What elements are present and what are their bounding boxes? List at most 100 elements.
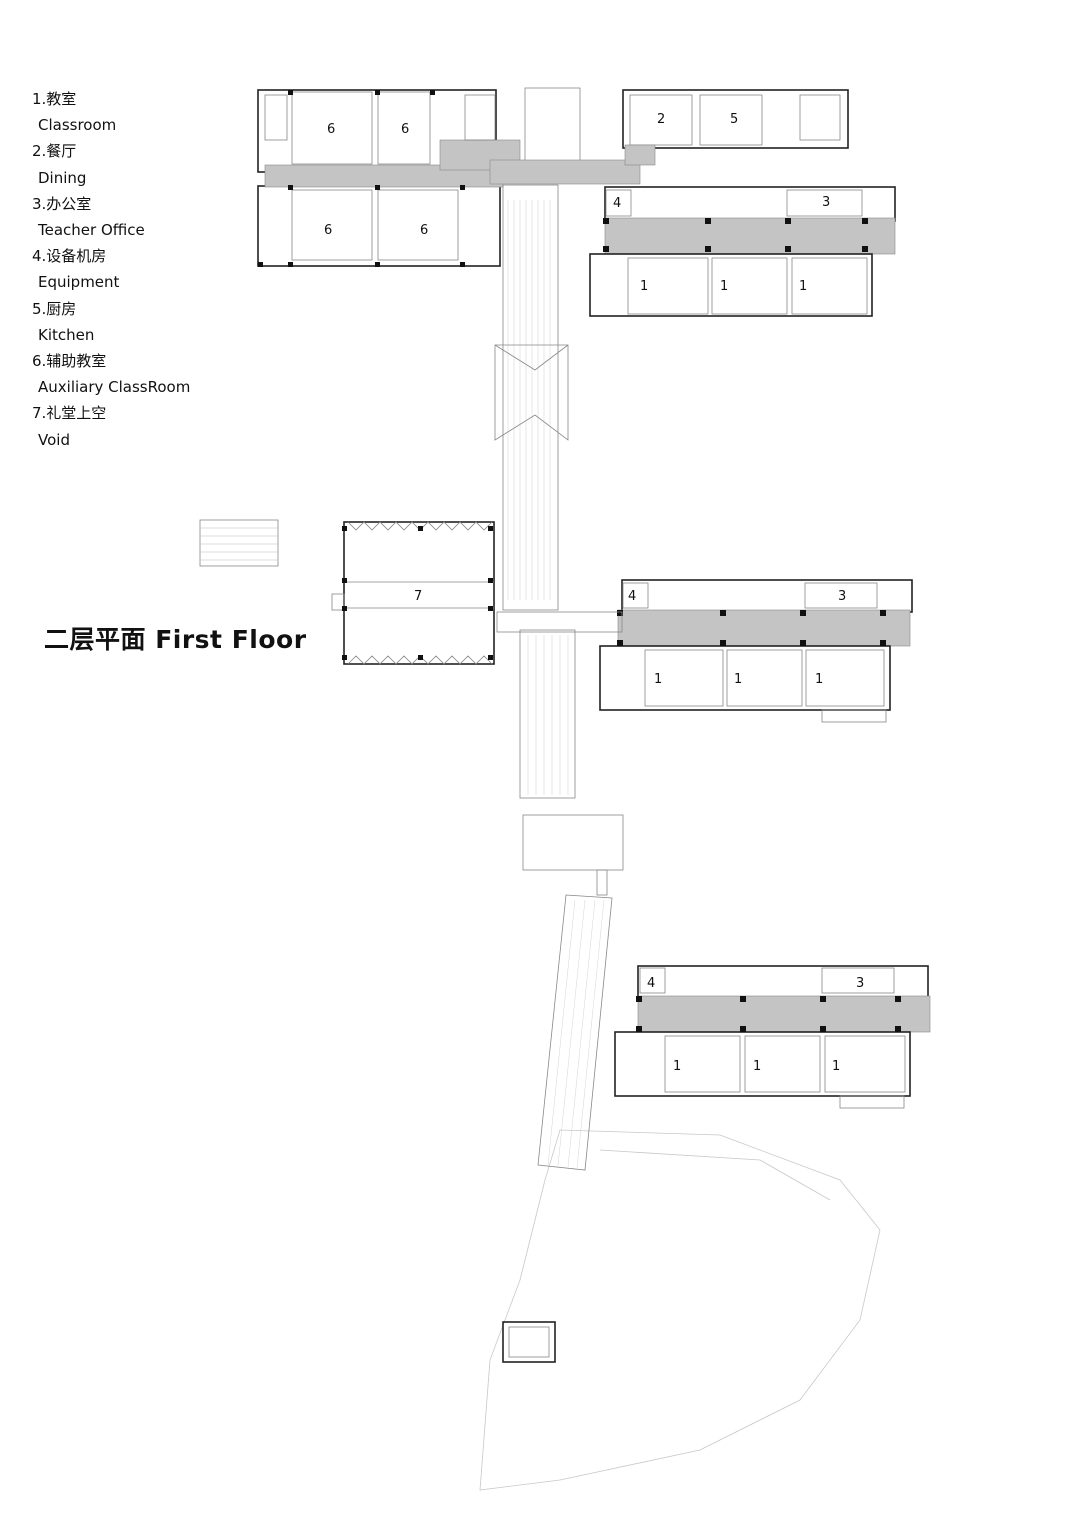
block-b-room-1b bbox=[726, 649, 803, 707]
room-label-classroom: 1 bbox=[815, 672, 823, 687]
legend-label-en: Classroom bbox=[38, 116, 117, 135]
room-label-classroom: 1 bbox=[799, 279, 807, 294]
room-label-dining: 2 bbox=[657, 112, 665, 127]
south-walkway-hatch bbox=[527, 635, 569, 795]
block-b-columns bbox=[617, 610, 886, 646]
nw-stair bbox=[264, 94, 288, 141]
block-b-room-4 bbox=[622, 582, 649, 609]
diagonal-ramp-hatch bbox=[547, 899, 605, 1169]
room-label-auxiliary: 6 bbox=[401, 122, 409, 137]
auditorium-side bbox=[331, 593, 345, 611]
nw-columns bbox=[258, 90, 465, 267]
classroom-block-b bbox=[599, 579, 913, 723]
ne-room-2 bbox=[629, 94, 693, 146]
block-b-link bbox=[496, 611, 623, 633]
site-path bbox=[599, 1149, 831, 1201]
legend-label-zh: 5.厨房 bbox=[32, 299, 77, 318]
block-a-south-wing bbox=[589, 253, 873, 317]
room-label-office: 3 bbox=[822, 195, 830, 210]
room-label-classroom: 1 bbox=[673, 1059, 681, 1074]
pavilion-inner bbox=[508, 1326, 550, 1358]
site-outline bbox=[479, 1129, 881, 1491]
legend-label-en: Dining bbox=[38, 168, 87, 187]
building-northeast bbox=[622, 89, 849, 166]
legend-label-zh: 2.餐厅 bbox=[32, 142, 77, 161]
auditorium-outline bbox=[343, 521, 495, 665]
room-label-equipment: 4 bbox=[613, 196, 621, 211]
legend-label-zh: 6.辅助教室 bbox=[32, 352, 107, 371]
south-walkway bbox=[519, 629, 576, 799]
ne-room-5 bbox=[699, 94, 763, 146]
legend-label-zh: 1.教室 bbox=[32, 90, 77, 108]
legend-label-en: Void bbox=[38, 430, 70, 449]
building-northwest bbox=[257, 89, 641, 267]
block-a-corridor bbox=[604, 217, 896, 255]
legend-label-en: Kitchen bbox=[38, 325, 95, 344]
block-b-room-1c bbox=[805, 649, 885, 707]
room-labels: 6 6 6 6 2 5 4 3 1 1 1 4 3 1 1 1 4 3 1 1 … bbox=[324, 112, 864, 1074]
block-b-south-wing bbox=[599, 645, 891, 711]
room-label-void: 7 bbox=[414, 589, 422, 604]
block-c-room-1a bbox=[664, 1035, 741, 1093]
block-b-balcony bbox=[821, 709, 887, 723]
legend-label-zh: 7.礼堂上空 bbox=[32, 404, 107, 423]
ne-block bbox=[622, 89, 849, 149]
nw-lower-wing bbox=[257, 185, 501, 267]
room-label-equipment: 4 bbox=[628, 589, 636, 604]
connector-neck bbox=[596, 869, 608, 896]
room-label-classroom: 1 bbox=[720, 279, 728, 294]
block-c-room-1b bbox=[744, 1035, 821, 1093]
classroom-block-a bbox=[589, 186, 896, 317]
block-b-corridor bbox=[617, 609, 911, 647]
block-b-room-3 bbox=[804, 582, 878, 609]
classroom-block-c bbox=[614, 965, 931, 1109]
room-label-auxiliary: 6 bbox=[420, 223, 428, 238]
block-c-balcony bbox=[839, 1095, 905, 1109]
legend-label-en: Auxiliary ClassRoom bbox=[38, 378, 191, 397]
room-label-classroom: 1 bbox=[654, 672, 662, 687]
legend-label-zh: 4.设备机房 bbox=[32, 247, 107, 266]
walkway-hatch bbox=[507, 200, 551, 600]
legend-label-en: Teacher Office bbox=[38, 221, 145, 240]
room-label-auxiliary: 6 bbox=[324, 223, 332, 238]
block-a-room-1a bbox=[627, 257, 709, 315]
connector-block bbox=[522, 814, 624, 871]
block-c-columns bbox=[636, 996, 901, 1032]
room-label-kitchen: 5 bbox=[730, 112, 738, 127]
bridge-corridor bbox=[489, 159, 641, 185]
ne-stair bbox=[799, 94, 841, 141]
stair-block bbox=[199, 519, 279, 567]
ramp bbox=[494, 344, 569, 441]
block-b-room-1a bbox=[644, 649, 724, 707]
nw-service bbox=[464, 94, 496, 141]
nw-room-6b bbox=[377, 91, 431, 165]
ne-corridor bbox=[624, 144, 656, 166]
diagonal-ramp bbox=[537, 894, 613, 1171]
block-a-room-3 bbox=[786, 189, 863, 217]
block-c-corridor bbox=[637, 995, 931, 1033]
central-walkway bbox=[502, 184, 559, 611]
room-label-office: 3 bbox=[838, 589, 846, 604]
legend: 1.教室 Classroom 2.餐厅 Dining 3.办公室 Teacher… bbox=[32, 86, 232, 453]
room-label-classroom: 1 bbox=[640, 279, 648, 294]
block-a-room-4 bbox=[605, 189, 632, 217]
auditorium-columns bbox=[342, 526, 493, 660]
legend-label-en: Equipment bbox=[38, 273, 120, 292]
room-label-equipment: 4 bbox=[647, 976, 655, 991]
auditorium-void bbox=[331, 521, 495, 665]
block-c-room-4 bbox=[639, 967, 666, 994]
block-a-room-1b bbox=[711, 257, 788, 315]
nw-room-6a bbox=[291, 91, 373, 165]
legend-label-zh: 3.办公室 bbox=[32, 194, 92, 213]
ramp-chevron bbox=[494, 344, 569, 371]
block-c-room-3 bbox=[821, 967, 895, 994]
room-label-auxiliary: 6 bbox=[327, 122, 335, 137]
nw-room-6d bbox=[377, 189, 459, 261]
room-label-classroom: 1 bbox=[753, 1059, 761, 1074]
plan-title: 二层平面 First Floor bbox=[44, 625, 307, 654]
block-b-north-wing bbox=[621, 579, 913, 613]
pavilion bbox=[502, 1321, 556, 1363]
block-c-room-1c bbox=[824, 1035, 906, 1093]
block-c-south-wing bbox=[614, 1031, 911, 1097]
